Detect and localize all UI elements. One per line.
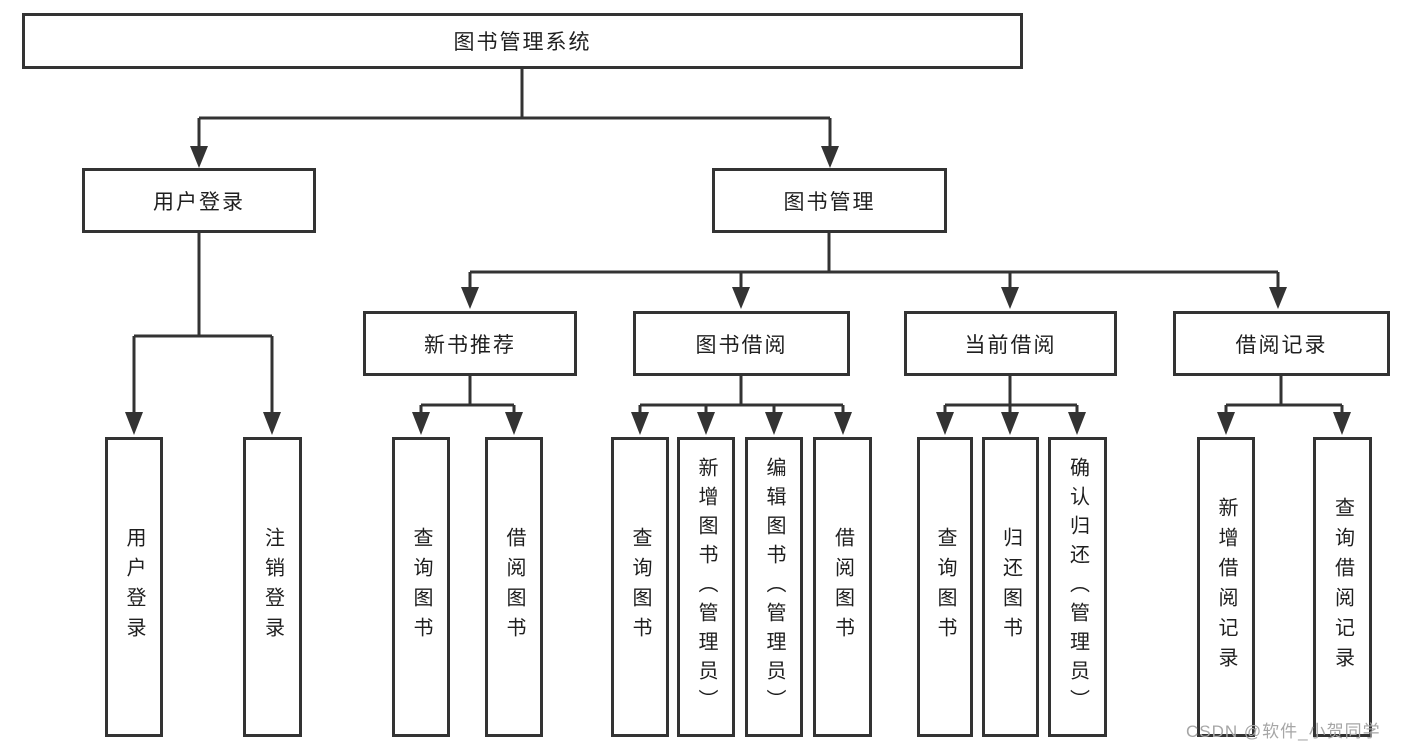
leaf-query-books-current: 查询图书 [917,437,973,737]
node-book-borrowing: 图书借阅 [633,311,850,376]
leaf-query-books-recommend: 查询图书 [392,437,450,737]
node-current-borrowing: 当前借阅 [904,311,1117,376]
leaf-add-books-admin: 新增图书（管理员） [677,437,735,737]
node-library-system: 图书管理系统 [22,13,1023,69]
leaf-add-borrow-record: 新增借阅记录 [1197,437,1255,737]
node-new-book-recommend: 新书推荐 [363,311,577,376]
node-borrowing-records: 借阅记录 [1173,311,1390,376]
leaf-return-books: 归还图书 [982,437,1039,737]
leaf-edit-books-admin: 编辑图书（管理员） [745,437,803,737]
leaf-logout-login: 注销登录 [243,437,302,737]
connector-path [132,69,1344,414]
leaf-confirm-return-admin: 确认归还（管理员） [1048,437,1107,737]
leaf-borrow-books: 借阅图书 [813,437,872,737]
node-book-management: 图书管理 [712,168,947,233]
leaf-query-books-borrow: 查询图书 [611,437,669,737]
leaf-query-borrow-record: 查询借阅记录 [1313,437,1372,737]
leaf-user-login: 用户登录 [105,437,163,737]
arrowheads [125,146,1351,435]
csdn-watermark: CSDN @软件_小贺同学 [1186,722,1381,741]
node-user-login: 用户登录 [82,168,316,233]
leaf-borrow-books-recommend: 借阅图书 [485,437,543,737]
